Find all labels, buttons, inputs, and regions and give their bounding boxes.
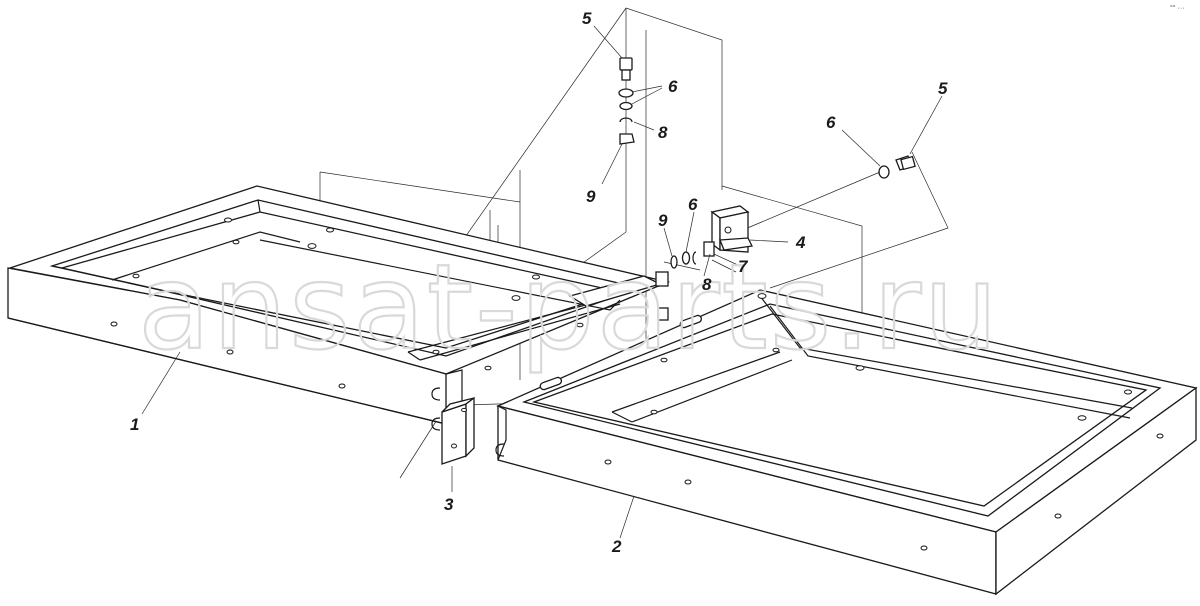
frame-left: [7, 185, 671, 431]
watermark: ansat-parts.ru: [138, 238, 1000, 376]
callout-nut-mid: 9: [658, 211, 668, 230]
callout-washer-right: 6: [826, 113, 836, 132]
callout-washer-top: 6: [668, 77, 678, 96]
callout-frame-left: 1: [130, 415, 139, 434]
callout-bolt-right: 5: [938, 79, 948, 98]
callout-bracket-bottom: 3: [444, 495, 454, 514]
callout-spring-washer-top: 8: [658, 123, 668, 142]
fasteners-top: [618, 57, 635, 145]
construction-lines: [319, 7, 949, 479]
callout-plate-mid: 7: [738, 257, 749, 276]
fasteners-right: [878, 155, 916, 179]
corner-mark: °° ···: [1170, 4, 1185, 12]
fasteners-mid: [670, 241, 715, 269]
callout-bracket-top: 4: [795, 233, 806, 252]
callout-frame-right: 2: [611, 537, 622, 556]
bracket-top: [710, 205, 753, 253]
frame-right: [495, 289, 1198, 596]
callout-spring-washer-mid: 8: [702, 275, 712, 294]
callout-bolt-top: 5: [582, 9, 592, 28]
bracket-bottom: [441, 396, 475, 465]
leader-lines: [141, 25, 943, 539]
callout-labels: 1 2 3 4 5 6 8 9 5 6 9 6 8 7: [130, 9, 948, 556]
callout-washer-mid: 6: [688, 195, 698, 214]
callout-nut-top: 9: [586, 187, 596, 206]
